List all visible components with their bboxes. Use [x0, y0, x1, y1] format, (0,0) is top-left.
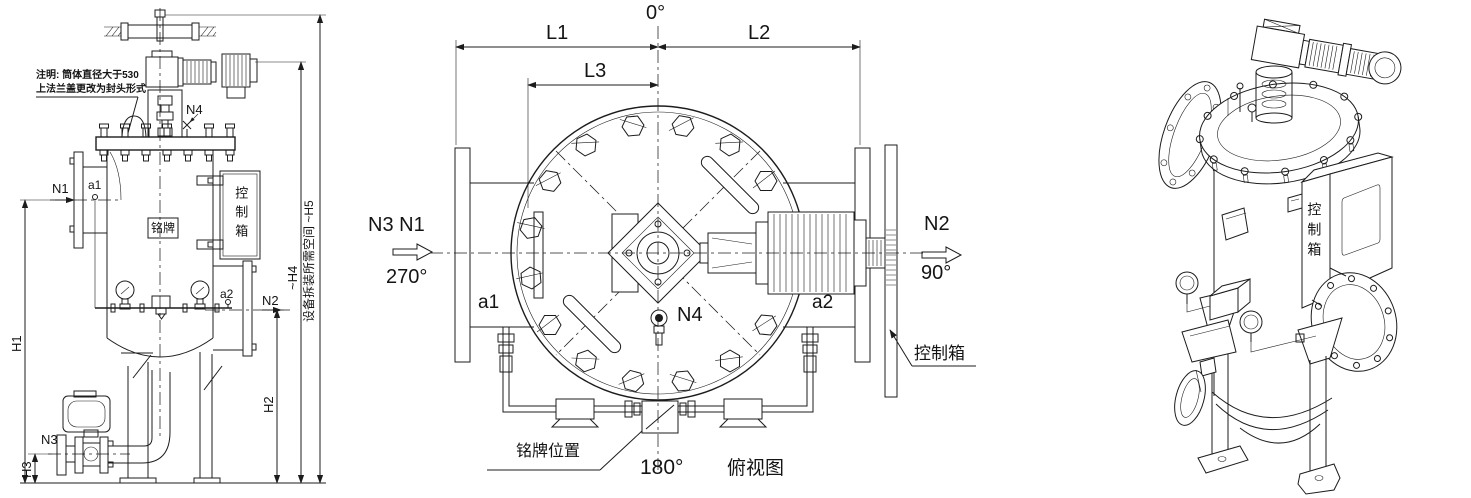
front-note-line2: 上法兰盖更改为封头形式 [36, 84, 146, 95]
front-h3-dim-label: H3 [19, 461, 34, 478]
top-angle-180-label: 180° [640, 456, 684, 479]
front-n1-label: N1 [52, 181, 69, 196]
front-n3-label: N3 [41, 432, 58, 447]
front-legs [119, 352, 223, 484]
iso-control-box [1287, 152, 1394, 309]
iso-instruments [1174, 271, 1317, 426]
iso-cover-fittings [1227, 82, 1257, 122]
front-dimensions [20, 14, 326, 484]
top-n2-label: N2 [924, 213, 950, 235]
front-gauge-piping [95, 280, 232, 320]
front-note-leader [36, 96, 139, 134]
front-n4-valve-icon [182, 113, 199, 137]
top-control-box-label: 控制箱 [914, 344, 965, 363]
front-centerlines [48, 8, 290, 455]
top-view-title: 俯视图 [727, 458, 785, 479]
top-angle-0-label: 0° [646, 2, 666, 24]
top-tap-piping [497, 327, 819, 428]
front-n2-label: N2 [262, 293, 279, 308]
iso-control-box-label: 控制箱 [1306, 202, 1323, 262]
front-nameplate-box [147, 217, 179, 239]
top-angle-90-label: 90° [921, 262, 952, 284]
iso-view [1158, 18, 1402, 495]
top-inlet-label: N3 N1 [368, 214, 425, 236]
front-h4-dim-label: ~H4 [285, 265, 300, 290]
top-outlet-flow-arrow [921, 246, 963, 264]
front-motor-group [145, 50, 258, 99]
front-drain-valve [56, 370, 171, 476]
top-diagonal-rods [562, 155, 760, 354]
front-inlet-nozzle [55, 151, 107, 308]
top-angle-270-label: 270° [386, 266, 428, 288]
iso-top-flange [1195, 80, 1363, 185]
top-inlet-flow-arrow [392, 243, 434, 261]
top-l1-dim-label: L1 [546, 22, 569, 44]
top-inlet-nozzle [454, 147, 544, 363]
iso-shaft-column [1255, 65, 1293, 124]
front-n4-label: N4 [186, 102, 203, 117]
top-n4-fitting [650, 309, 668, 346]
top-l2-dim-label: L2 [748, 22, 771, 44]
front-h2-dim-label: H2 [261, 396, 276, 413]
iso-motor-group [1250, 18, 1402, 85]
top-a2-label: a2 [812, 292, 834, 313]
front-control-box-label: 控制箱 [233, 186, 249, 243]
top-dimensions [455, 40, 861, 208]
top-a1-label: a1 [478, 292, 500, 313]
top-control-box [884, 144, 898, 398]
front-nameplate-label: 铭牌 [150, 221, 175, 235]
front-h5-dim-label: 设备拆装所需空间 ~H5 [302, 200, 316, 322]
top-n4-label: N4 [677, 304, 703, 326]
top-nameplate-box [487, 400, 679, 471]
front-top-flange [95, 123, 236, 162]
front-h1-dim-label: H1 [9, 335, 24, 352]
front-control-box [196, 170, 261, 260]
top-nameplate-position-label: 铭牌位置 [516, 443, 581, 460]
top-l3-dim-label: L3 [584, 60, 607, 82]
top-control-box-leader [889, 329, 976, 367]
front-view [20, 8, 326, 484]
front-a1-label: a1 [88, 178, 102, 192]
top-view [392, 26, 976, 471]
front-a2-label: a2 [220, 287, 234, 301]
front-note-line1: 注明: 筒体直径大于530 [36, 70, 139, 81]
